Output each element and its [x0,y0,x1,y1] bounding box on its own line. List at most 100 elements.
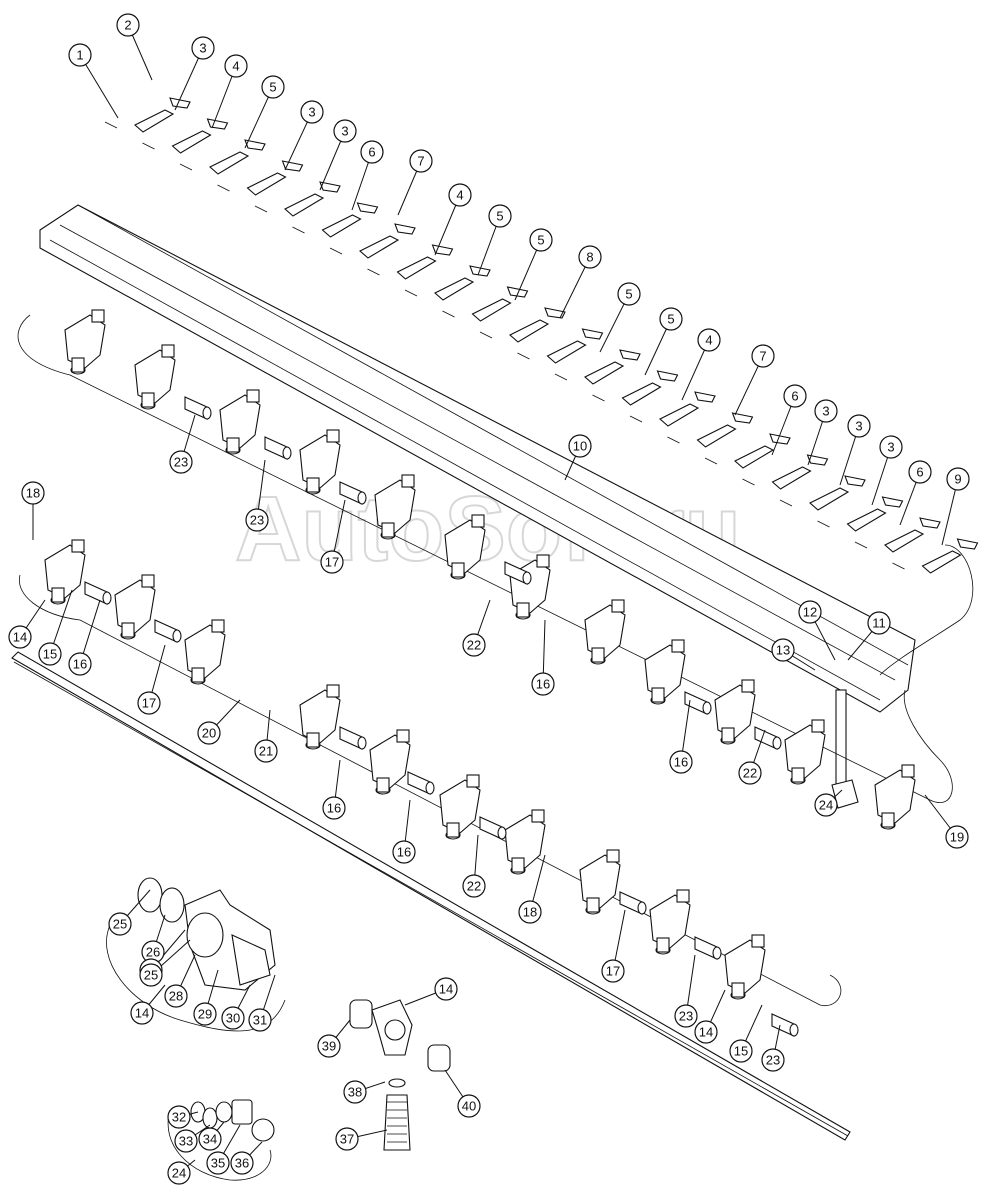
tine-blade [292,202,379,238]
gearbox-unit [649,889,691,955]
callout-number: 7 [417,154,424,169]
long-bar [11,651,851,1141]
callout-number: 3 [341,124,348,139]
gearbox-unit [724,934,766,1000]
callout-5: 5 [261,75,285,99]
drive-shaft [184,396,212,420]
callout-3: 3 [847,414,871,438]
callout-14: 14 [694,1020,718,1044]
callout-number: 5 [269,80,276,95]
gearbox-detail [137,877,276,991]
drive-shaft [154,619,182,643]
callout-number: 11 [872,616,886,631]
callout-14: 14 [8,625,32,649]
tine-blade [629,391,716,427]
callout-4: 4 [224,54,248,78]
callout-number: 16 [73,657,87,672]
callout-5: 5 [659,307,683,331]
callout-12: 12 [798,600,822,624]
gearbox-unit [299,429,341,495]
callout-number: 37 [340,1132,354,1147]
tine-blade [104,97,191,133]
callout-number: 40 [462,1099,476,1114]
callout-4: 4 [448,183,472,207]
tine-blades [104,97,979,574]
callout-16: 16 [392,840,416,864]
callout-3: 3 [333,119,357,143]
callout-number: 13 [776,643,790,658]
drive-shaft [684,691,712,715]
tine-blade [779,475,866,511]
gearbox-unit [874,764,916,830]
tine-blade [442,286,529,322]
callout-number: 18 [26,486,40,501]
callout-number: 24 [172,1166,186,1181]
callout-number: 10 [573,439,587,454]
callout-26: 26 [141,940,165,964]
tine-blade [892,538,979,574]
gearbox-unit [714,679,756,745]
gearbox-unit [369,729,411,795]
callout-number: 3 [199,41,206,56]
callout-16: 16 [68,652,92,676]
callout-29: 29 [193,1002,217,1026]
drive-shaft [771,1013,799,1037]
callout-number: 25 [113,917,127,932]
gearbox-unit [439,774,481,840]
callout-35: 35 [206,1151,230,1175]
callout-number: 17 [606,964,620,979]
callout-number: 30 [226,1011,240,1026]
tine-blade [479,307,566,343]
tine-blade [667,412,754,448]
callout-number: 16 [674,755,688,770]
drive-shaft [694,936,722,960]
callout-36: 36 [230,1151,254,1175]
callout-number: 6 [368,145,375,160]
callout-number: 3 [308,105,315,120]
callout-1: 1 [68,43,92,67]
callout-number: 39 [322,1039,336,1054]
callout-number: 12 [803,605,817,620]
gearbox-unit [584,599,626,665]
callout-17: 17 [601,959,625,983]
drive-shaft [339,726,367,750]
callout-39: 39 [317,1034,341,1058]
callout-number: 17 [325,555,339,570]
gearbox-unit [299,684,341,750]
callout-number: 6 [791,389,798,404]
leader-lines [19,24,959,1174]
callout-21: 21 [254,739,278,763]
callout-number: 9 [954,472,961,487]
callout-2: 2 [116,13,140,37]
drive-shaft [264,436,292,460]
callout-3: 3 [191,36,215,60]
callout-number: 3 [887,440,894,455]
drive-shaft [84,581,112,605]
callout-number: 18 [523,905,537,920]
trough-frame [39,204,916,713]
callout-17: 17 [137,691,161,715]
callout-number: 25 [144,968,158,983]
callout-number: 31 [253,1013,267,1028]
callout-33: 33 [174,1129,198,1153]
callout-number: 1 [76,48,83,63]
gearbox-unit [114,574,156,640]
callout-23: 23 [674,1004,698,1028]
gearbox-unit [219,389,261,455]
gearbox-unit [504,809,546,875]
callout-5: 5 [617,282,641,306]
gearbox-unit [134,344,176,410]
drive-shaft [479,816,507,840]
callout-number: 14 [135,1006,149,1021]
gearbox-unit [64,309,106,375]
callout-23: 23 [245,508,269,532]
callout-22: 22 [738,761,762,785]
callout-17: 17 [320,550,344,574]
callout-number: 20 [202,726,216,741]
callout-number: 16 [536,677,550,692]
callout-25: 25 [139,963,163,987]
callout-8: 8 [578,245,602,269]
callout-7: 7 [409,149,433,173]
callout-16: 16 [322,796,346,820]
callout-15: 15 [38,642,62,666]
